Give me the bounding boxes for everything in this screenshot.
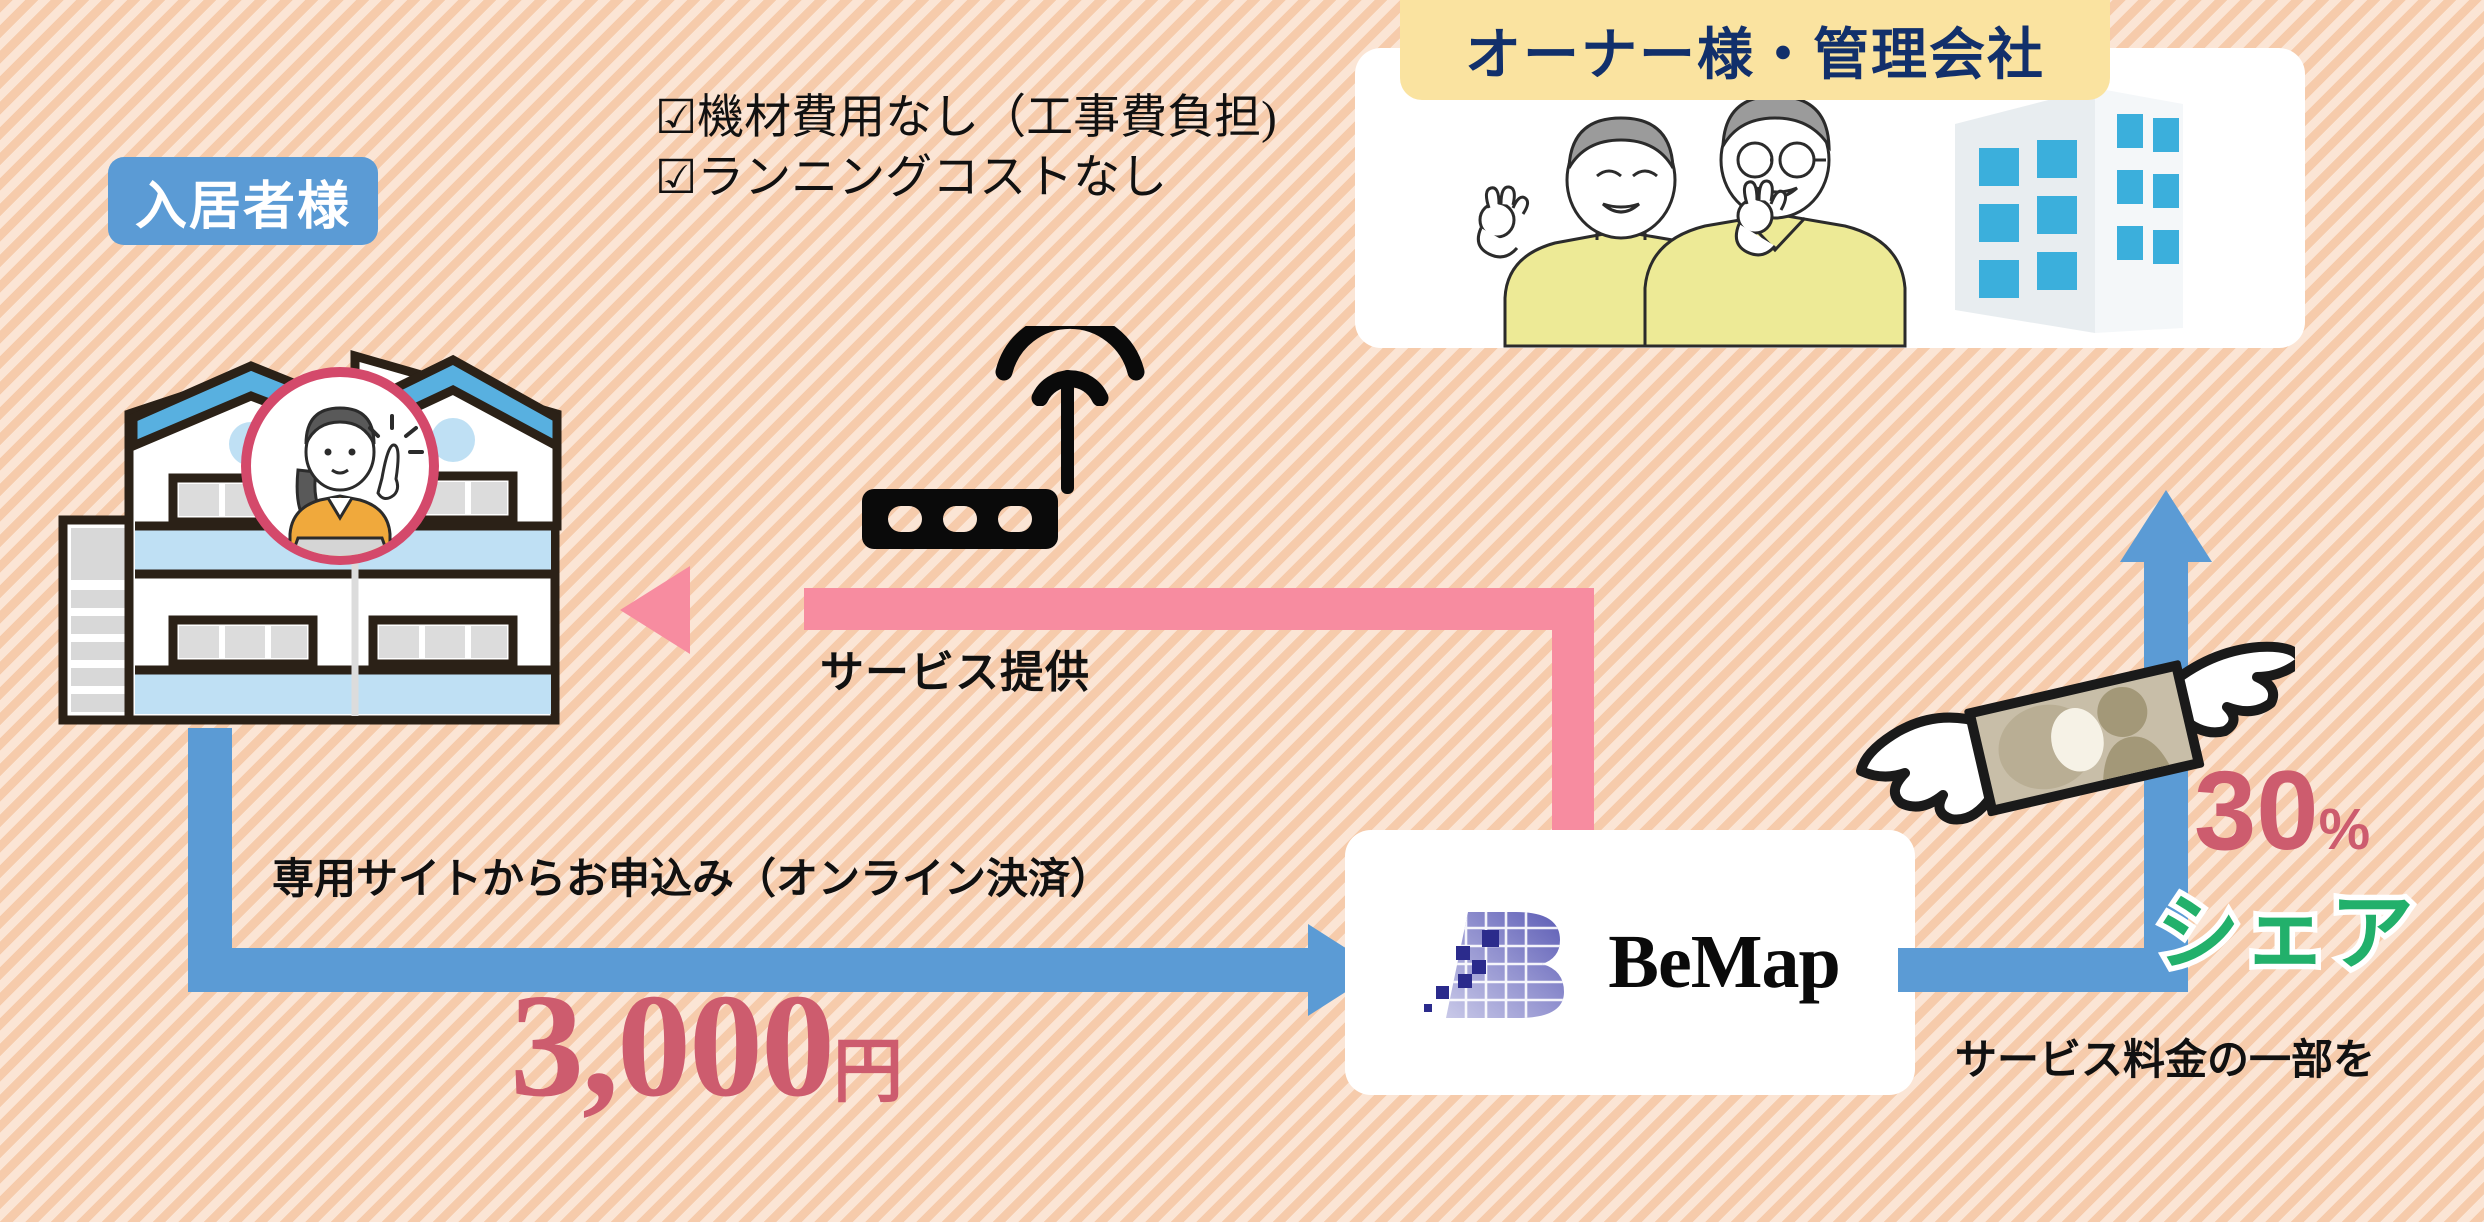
apply-arrow-vertical bbox=[188, 728, 232, 968]
share-percent-number: 30 bbox=[2194, 748, 2319, 873]
router-body bbox=[862, 489, 1058, 549]
share-label: シェア bbox=[2150, 881, 2419, 986]
bemap-panel[interactable]: BeMap bbox=[1345, 830, 1915, 1095]
office-building-icon bbox=[1945, 78, 2195, 338]
checklist-item-0: ☑機材費用なし（工事費負担) bbox=[655, 92, 1277, 144]
tenant-badge-label: 入居者様 bbox=[134, 177, 351, 236]
share-percent: 30% bbox=[2194, 755, 2370, 867]
bemap-mark-icon bbox=[1424, 911, 1565, 1018]
router-led-2 bbox=[943, 506, 977, 532]
router-led-3 bbox=[998, 506, 1032, 532]
woman-with-laptop-icon bbox=[240, 366, 440, 566]
share-percent-symbol: % bbox=[2318, 797, 2371, 862]
owner-badge-label: オーナー様・管理会社 bbox=[1465, 22, 2045, 86]
price-amount: 3,000円 bbox=[510, 972, 903, 1120]
tenant-badge: 入居者様 bbox=[108, 157, 378, 245]
share-arrow-head bbox=[2120, 490, 2212, 562]
checklist-item-1: ☑ランニングコストなし bbox=[655, 152, 1168, 205]
price-unit: 円 bbox=[833, 1034, 903, 1111]
share-arrow-body bbox=[1898, 948, 2188, 992]
bemap-wordmark: BeMap bbox=[1608, 920, 1840, 1004]
router-antenna bbox=[1061, 370, 1074, 494]
service-arrow-body bbox=[804, 588, 1594, 630]
elderly-couple-icon bbox=[1445, 88, 1965, 348]
apply-arrow-body bbox=[188, 948, 1310, 992]
flying-money-icon bbox=[1855, 625, 2295, 845]
service-flow-label: サービス提供 bbox=[820, 648, 1090, 697]
router-led-1 bbox=[888, 506, 922, 532]
checklist: ☑機材費用なし（工事費負担) ☑ランニングコストなし bbox=[655, 88, 1277, 208]
owner-badge: オーナー様・管理会社 bbox=[1400, 0, 2110, 100]
service-arrow-head bbox=[620, 566, 690, 654]
fee-share-label: サービス料金の一部を bbox=[1955, 1038, 2376, 1084]
bemap-logo: BeMap bbox=[1420, 898, 1841, 1028]
price-number: 3,000 bbox=[510, 964, 835, 1128]
apply-flow-label: 専用サイトからお申込み（オンライン決済） bbox=[272, 857, 1113, 903]
